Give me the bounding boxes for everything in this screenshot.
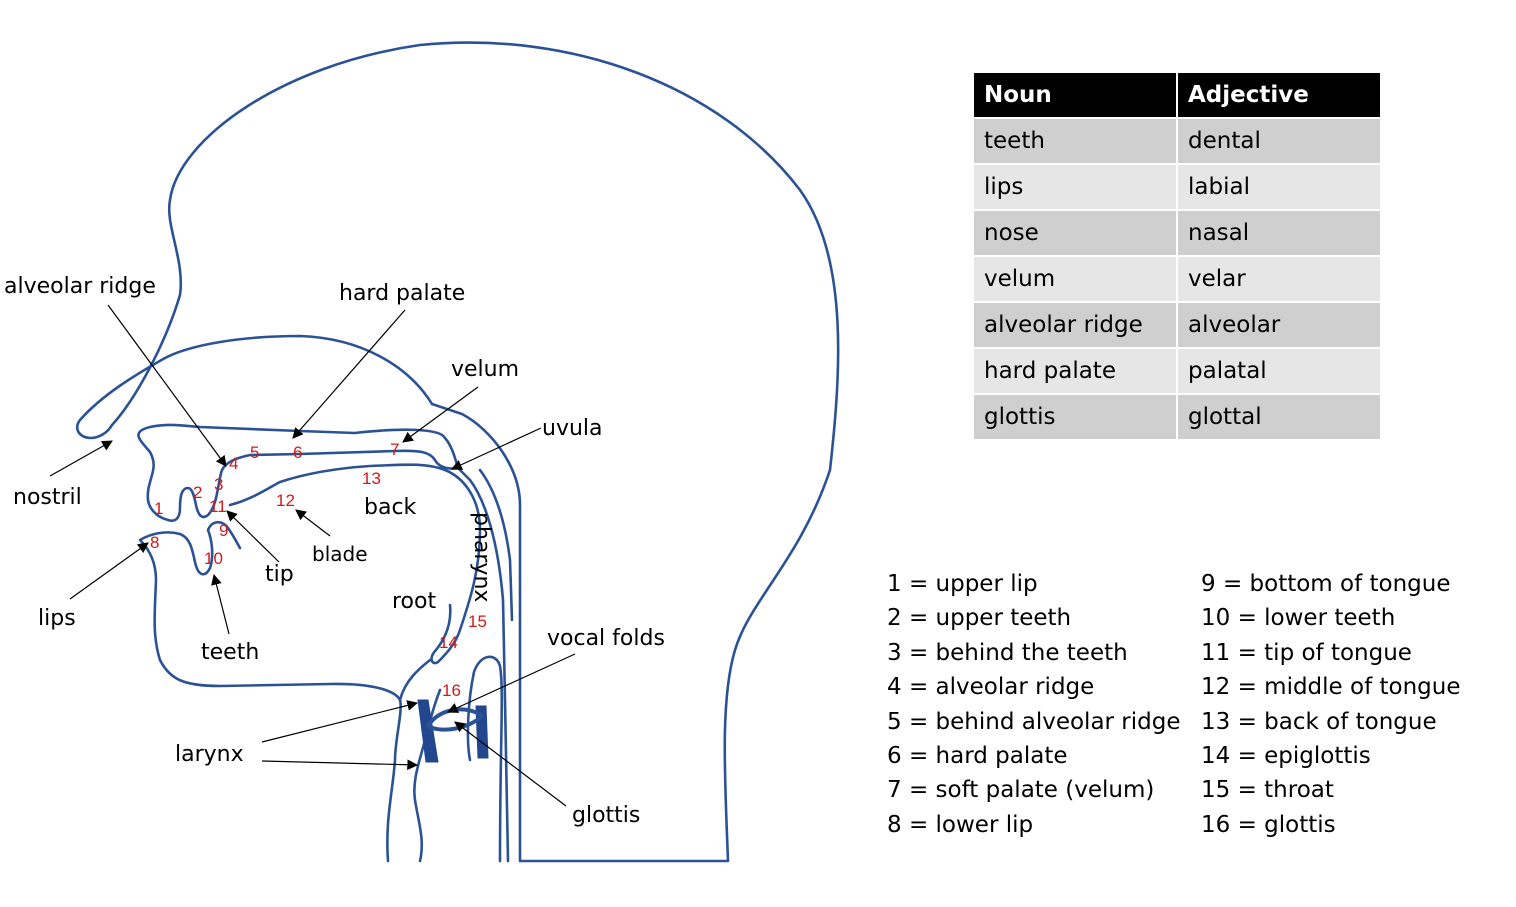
arrow-uvula — [451, 427, 542, 470]
table-row: hard palate palatal — [974, 347, 1380, 394]
head-outline — [76, 41, 840, 863]
arrow-hard-palate — [292, 309, 406, 439]
arrow-blade — [295, 509, 331, 537]
larynx-back — [466, 655, 504, 863]
point-number: 13 — [362, 469, 381, 488]
arrow-teeth — [211, 573, 230, 635]
arrow-lips — [69, 542, 149, 600]
legend-item: 11 = tip of tongue — [1201, 639, 1412, 666]
label-lips: lips — [38, 606, 76, 631]
label-glottis: glottis — [572, 803, 640, 828]
cell-adjective: labial — [1177, 163, 1380, 210]
pharynx-wall — [456, 466, 510, 863]
arrow-nostril — [49, 440, 113, 477]
vocal-fold-left — [417, 699, 439, 763]
point-number: 14 — [439, 633, 458, 652]
legend-item: 6 = hard palate — [887, 743, 1068, 770]
label-pharynx: pharynx — [469, 512, 494, 602]
label-hard-palate: hard palate — [339, 281, 465, 306]
point-number: 6 — [293, 443, 302, 462]
point-number: 3 — [214, 475, 223, 494]
vocal-tract-diagram: alveolar ridge hard palate velum uvula n… — [4, 41, 840, 863]
noun-adjective-table: Noun Adjective teeth dental lips labial … — [974, 73, 1380, 439]
legend-item: 5 = behind alveolar ridge — [887, 708, 1181, 735]
label-tip: tip — [265, 562, 294, 587]
legend-item: 2 = upper teeth — [887, 605, 1072, 632]
label-vocal-folds: vocal folds — [547, 626, 665, 651]
label-blade: blade — [312, 542, 368, 566]
legend-item: 1 = upper lip — [887, 571, 1038, 597]
arrow-larynx-lower — [261, 759, 419, 771]
table-row: lips labial — [974, 163, 1380, 210]
larynx-outer — [398, 658, 432, 702]
legend-item: 12 = middle of tongue — [1201, 674, 1461, 701]
table-row: glottis glottal — [974, 393, 1380, 439]
cell-noun: lips — [974, 163, 1178, 210]
glottis-ring — [426, 707, 484, 732]
point-number: 12 — [276, 491, 295, 510]
point-number: 16 — [442, 681, 461, 700]
cell-adjective: nasal — [1177, 209, 1380, 256]
label-alveolar-ridge: alveolar ridge — [4, 274, 156, 299]
legend-item: 3 = behind the teeth — [887, 639, 1128, 666]
cell-adjective: alveolar — [1177, 301, 1380, 348]
point-number: 4 — [229, 454, 238, 473]
header-noun: Noun — [974, 73, 1178, 118]
legend-item: 8 = lower lip — [887, 811, 1034, 838]
legend-item: 4 = alveolar ridge — [887, 674, 1095, 701]
cell-noun: alveolar ridge — [974, 301, 1178, 348]
arrow-alveolar-ridge — [107, 304, 227, 467]
point-number: 11 — [209, 497, 227, 516]
cell-noun: nose — [974, 209, 1178, 256]
point-number: 7 — [390, 440, 399, 459]
legend-item: 16 = glottis — [1201, 811, 1336, 838]
cell-adjective: glottal — [1177, 393, 1380, 439]
lower-jaw — [138, 520, 402, 863]
arrow-larynx-upper — [261, 700, 419, 743]
header-adjective: Adjective — [1177, 73, 1380, 118]
pointer-arrows — [49, 304, 576, 807]
legend-item: 10 = lower teeth — [1201, 605, 1396, 632]
point-number: 8 — [150, 533, 159, 552]
cell-adjective: dental — [1177, 117, 1380, 164]
cell-adjective: palatal — [1177, 347, 1380, 394]
cell-noun: glottis — [974, 393, 1178, 439]
point-number: 2 — [193, 483, 202, 502]
cell-noun: velum — [974, 255, 1178, 302]
table-row: nose nasal — [974, 209, 1380, 256]
cell-noun: teeth — [974, 117, 1178, 164]
legend-item: 9 = bottom of tongue — [1201, 571, 1451, 597]
label-teeth: teeth — [201, 640, 259, 665]
point-number: 9 — [219, 521, 228, 540]
legend-item: 14 = epiglottis — [1201, 743, 1371, 770]
label-uvula: uvula — [542, 416, 603, 441]
arrow-tip — [226, 510, 280, 563]
label-back: back — [364, 495, 417, 520]
label-larynx: larynx — [175, 742, 244, 767]
legend-item: 13 = back of tongue — [1201, 708, 1437, 735]
legend-item: 7 = soft palate (velum) — [887, 777, 1155, 804]
point-number: 15 — [468, 612, 487, 631]
legend-left-column: 1 = upper lip 2 = upper teeth 3 = behind… — [887, 567, 1181, 842]
point-numbers: 1 2 3 4 5 6 7 8 9 10 11 12 13 14 15 16 — [150, 440, 487, 700]
pharynx-front — [478, 468, 514, 622]
label-velum: velum — [451, 357, 519, 382]
cell-adjective: velar — [1177, 255, 1380, 302]
point-number: 10 — [204, 549, 223, 568]
label-root: root — [392, 589, 436, 614]
arrow-vocal-folds — [447, 653, 576, 713]
point-number: 1 — [154, 499, 163, 518]
table-row: alveolar ridge alveolar — [974, 301, 1380, 348]
table-row: velum velar — [974, 255, 1380, 302]
point-number: 5 — [250, 443, 259, 462]
cell-noun: hard palate — [974, 347, 1178, 394]
table-header-row: Noun Adjective — [974, 73, 1380, 118]
arrow-glottis — [454, 721, 567, 807]
legend-right-column: 9 = bottom of tongue 10 = lower teeth 11… — [1201, 567, 1460, 842]
arrow-velum — [402, 386, 479, 443]
label-nostril: nostril — [13, 485, 82, 510]
table-row: teeth dental — [974, 117, 1380, 164]
tongue — [228, 463, 482, 665]
legend-item: 15 = throat — [1201, 777, 1334, 804]
